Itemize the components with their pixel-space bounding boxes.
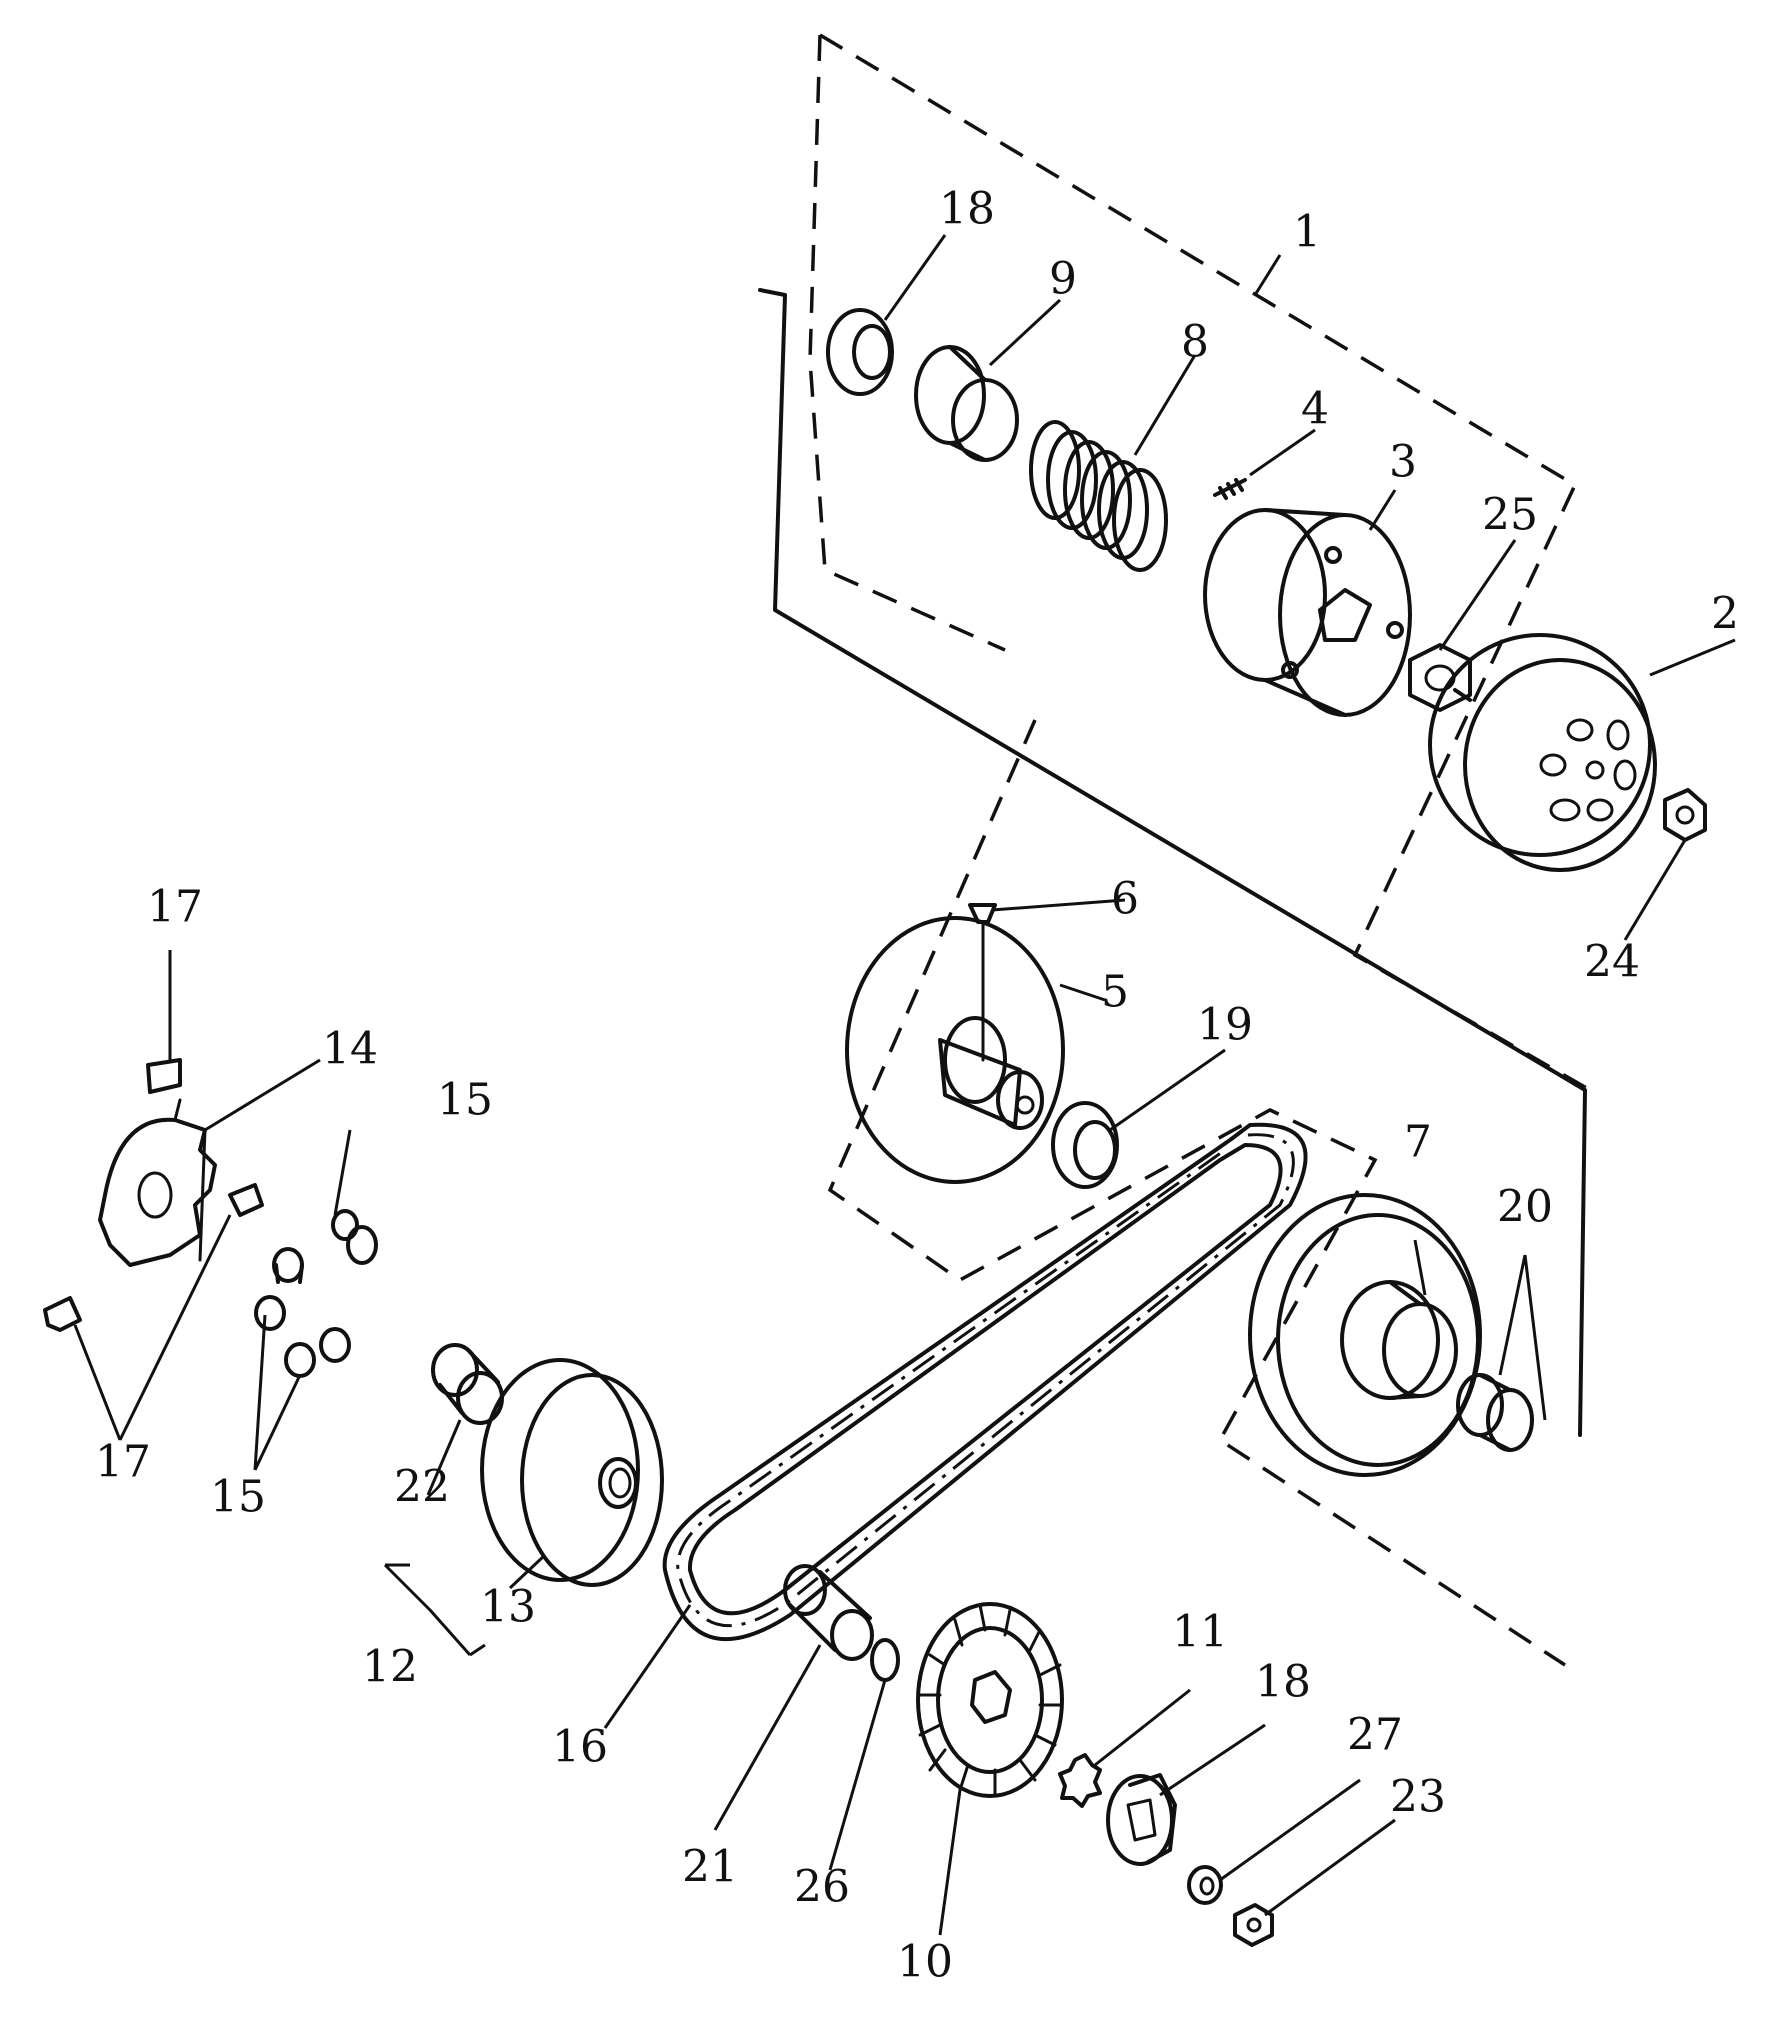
callout-8: 8 [1181, 317, 1209, 368]
part-11-star-washer [1058, 1753, 1102, 1808]
part-14-ramp-plate [98, 1098, 217, 1267]
part-5-driven-face [845, 916, 1065, 1184]
callout-3: 3 [1389, 437, 1417, 488]
part-7-sliding-face [1248, 1193, 1482, 1477]
part-23-nut [1233, 1903, 1274, 1947]
callout-5: 5 [1101, 967, 1129, 1018]
housing-boundary-line [758, 288, 1587, 1437]
part-15-roller-4 [284, 1327, 351, 1378]
callout-18-lower: 18 [1255, 1657, 1311, 1708]
part-22-bushing-sleeve [431, 1343, 504, 1425]
callout-2: 2 [1711, 589, 1739, 640]
part-26-washer [870, 1638, 900, 1682]
part-13-movable-drive-face [480, 1358, 664, 1587]
callout-12: 12 [362, 1642, 418, 1693]
part-18-bushing-ring [826, 308, 894, 396]
part-16-v-belt [662, 1122, 1308, 1641]
callout-15-lower: 15 [210, 1472, 266, 1523]
part-20-collar [1456, 1373, 1534, 1452]
part-19-seal-ring [1051, 1101, 1119, 1189]
callout-22: 22 [394, 1462, 450, 1513]
part-24-nut [1663, 788, 1707, 842]
part-2-clutch-drum [1428, 633, 1657, 872]
part-27-washer [1187, 1865, 1223, 1905]
callout-15-upper: 15 [437, 1075, 493, 1126]
part-17-slider-mid [228, 1183, 264, 1217]
part-15-roller-1 [331, 1209, 378, 1265]
part-3-clutch-shoe-assembly [1203, 508, 1412, 717]
part-15-roller-2 [272, 1247, 304, 1284]
callout-1: 1 [1293, 207, 1321, 258]
callout-27: 27 [1347, 1710, 1403, 1761]
callout-19: 19 [1197, 1000, 1253, 1051]
part-10-fan-drive-face [916, 1602, 1064, 1798]
callout-10: 10 [897, 1937, 953, 1988]
callout-23: 23 [1390, 1772, 1446, 1823]
callout-6: 6 [1111, 874, 1139, 925]
callout-25: 25 [1482, 490, 1538, 541]
callout-20: 20 [1497, 1182, 1553, 1233]
callout-7: 7 [1404, 1117, 1432, 1168]
callout-17-upper: 17 [147, 882, 203, 933]
part-15-roller-3 [254, 1295, 286, 1331]
part-21-sleeve [783, 1564, 874, 1661]
part-17-slider-top [146, 1058, 182, 1094]
part-17-slider-bottom [43, 1296, 82, 1332]
callout-18-upper: 18 [939, 184, 995, 235]
part-8-coil-spring [1029, 420, 1168, 572]
callout-9: 9 [1049, 254, 1077, 305]
callout-13: 13 [480, 1582, 536, 1633]
leader-lines [73, 234, 1736, 1936]
callout-17-lower: 17 [95, 1437, 151, 1488]
part-4-screw [1213, 478, 1247, 500]
callout-16: 16 [552, 1722, 608, 1773]
callout-21: 21 [682, 1842, 738, 1893]
callout-14: 14 [322, 1024, 378, 1075]
part-9-collar-sleeve [914, 345, 1019, 462]
callout-11: 11 [1172, 1607, 1228, 1658]
callout-26: 26 [794, 1862, 850, 1913]
part-6-grease-nipple [968, 903, 997, 1062]
callout-4: 4 [1301, 384, 1329, 435]
callout-24: 24 [1584, 937, 1640, 988]
part-18-ratchet-washer [1106, 1773, 1177, 1866]
clutch-assembly-group-outline [808, 33, 1591, 1092]
driven-pulley-group-outline [827, 719, 1566, 1667]
